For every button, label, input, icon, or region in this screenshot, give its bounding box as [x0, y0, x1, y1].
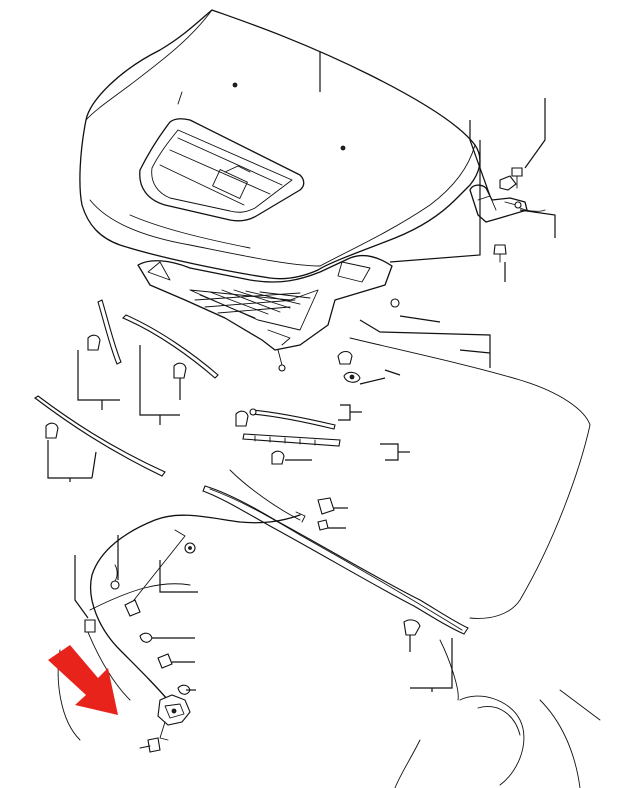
hood-seal-front-center[interactable]	[34, 395, 166, 477]
leader-lines	[319, 52, 556, 385]
hood-seal-side-right[interactable]	[249, 408, 336, 430]
hinge-bolt[interactable]	[493, 167, 523, 263]
hood-hinge[interactable]	[469, 184, 546, 223]
hood-latch[interactable]	[157, 684, 191, 741]
red-arrow-icon	[48, 645, 118, 715]
hood-mount-hole	[232, 82, 238, 88]
retainer-clip[interactable]	[45, 334, 421, 636]
hinge-nut[interactable]	[499, 175, 517, 191]
hood-scoop-opening[interactable]	[139, 118, 305, 222]
hood-seal-side-left[interactable]	[97, 299, 122, 365]
hood-insulator-heat-shield[interactable]	[137, 254, 393, 372]
hood-mount-hole	[340, 145, 346, 151]
latch-bolt[interactable]	[139, 737, 161, 753]
grommet[interactable]	[337, 298, 400, 383]
hood-release-cable[interactable]	[90, 511, 306, 706]
leader-lines	[74, 535, 198, 691]
hood-panel[interactable]	[79, 9, 481, 280]
cable-clip[interactable]	[84, 599, 173, 669]
hood-seal-front-left[interactable]	[122, 314, 219, 379]
hood-seal-front-right[interactable]	[242, 433, 341, 447]
cowl-weatherstrip[interactable]	[202, 485, 469, 635]
leader-lines	[47, 345, 453, 692]
